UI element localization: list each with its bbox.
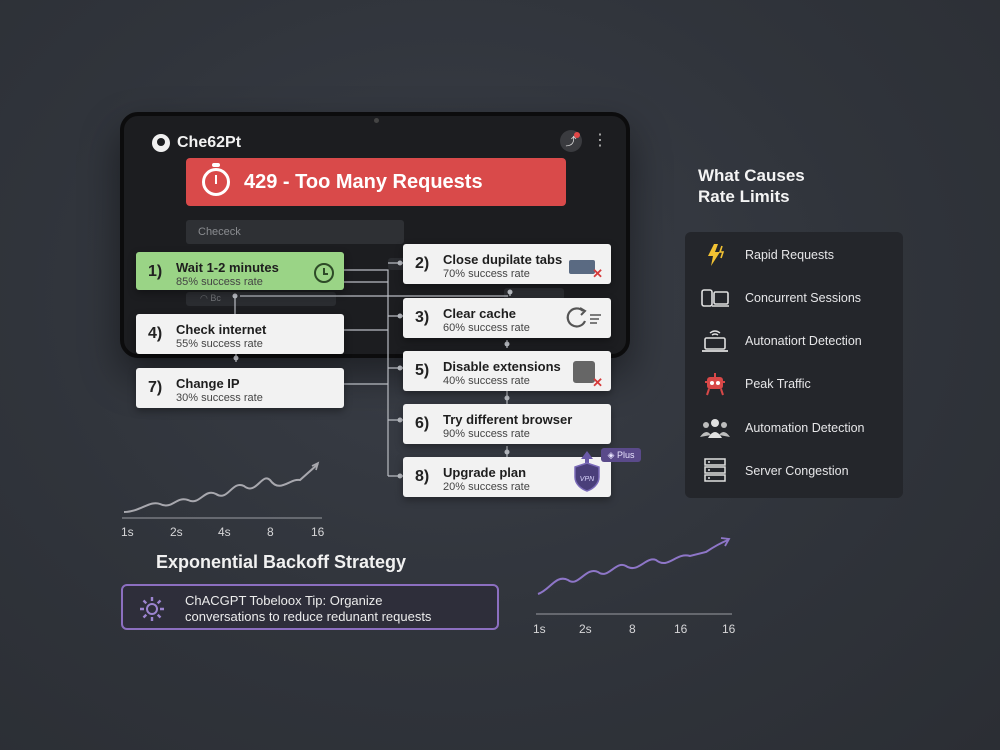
check-input[interactable]: Chececk (186, 220, 404, 244)
error-banner: 429 - Too Many Requests (186, 158, 566, 206)
app-header: Che62Pt (152, 134, 241, 152)
plus-badge: ◈ Plus (601, 448, 641, 462)
gear-icon (137, 595, 165, 621)
step-title: Check internet (176, 322, 267, 337)
cause-label: Peak Traffic (745, 377, 811, 391)
tick-label: 4s (218, 525, 231, 539)
server-icon (699, 456, 731, 486)
step-number: 7) (148, 379, 163, 396)
svg-text:VPN: VPN (580, 476, 595, 483)
step-title: Disable extensions (443, 359, 561, 374)
cause-item: Concurrent Sessions (699, 283, 861, 313)
backoff-title: Exponential Backoff Strategy (156, 552, 407, 572)
step-number: 4) (148, 325, 163, 342)
step-success-rate: 30% success rate (176, 392, 263, 404)
cause-label: Automation Detection (745, 421, 865, 435)
tip-box: ChACGPT Tobeloox Tip: Organize conversat… (121, 584, 499, 630)
cause-label: Server Congestion (745, 464, 849, 478)
causes-heading: What Causes Rate Limits (698, 165, 805, 207)
robot-icon (699, 369, 731, 399)
error-message: 429 - Too Many Requests (244, 170, 483, 193)
tip-line2: conversations to reduce redunant request… (185, 609, 432, 624)
cause-label: Autonatiort Detection (745, 334, 862, 348)
cause-item: Rapid Requests (699, 240, 834, 270)
cause-item: Peak Traffic (699, 369, 811, 399)
users-icon (699, 413, 731, 443)
stopwatch-icon (202, 163, 230, 196)
step-title: Upgrade plan (443, 465, 527, 480)
cause-item: Automation Detection (699, 413, 865, 443)
step-number: 6) (415, 415, 430, 432)
cause-label: Concurrent Sessions (745, 291, 862, 305)
step-title: Clear cache (443, 306, 516, 321)
tip-text: ChACGPT Tobeloox Tip: Organize conversat… (185, 593, 495, 625)
step-title: Wait 1-2 minutes (176, 260, 279, 275)
step-card-close-tabs[interactable]: 2) Close dupilate tabs 70% success rate … (403, 244, 611, 284)
app-title: Che62Pt (177, 134, 242, 151)
notification-icon[interactable]: ⤴ (560, 130, 582, 152)
tick-label: 8 (629, 622, 636, 636)
tick-label: 16 (674, 622, 688, 636)
tick-label: 1s (533, 622, 546, 636)
step-title: Change IP (176, 376, 240, 391)
step-success-rate: 40% success rate (443, 375, 530, 387)
tick-label: 1s (121, 525, 134, 539)
step-card-wait[interactable]: 1) Wait 1-2 minutes 85% success rate (136, 252, 344, 290)
step-title: Try different browser (443, 412, 573, 427)
step-success-rate: 55% success rate (176, 338, 263, 350)
causes-heading-line2: Rate Limits (698, 187, 790, 206)
app-logo-icon (152, 134, 170, 152)
plus-badge-label: Plus (616, 450, 635, 460)
diamond-icon: ◈ (607, 449, 617, 460)
step-number: 5) (415, 362, 430, 379)
step-success-rate: 85% success rate (176, 276, 263, 288)
tick-label: 16 (722, 622, 736, 636)
tick-label: 8 (267, 525, 274, 539)
step-success-rate: 60% success rate (443, 322, 530, 334)
step-card-disable-extensions[interactable]: 5) Disable extensions 40% success rate ✕ (403, 351, 611, 391)
wifi-icon: ◠ (200, 293, 211, 303)
tick-label: 2s (170, 525, 183, 539)
camera-dot (374, 118, 379, 123)
step-number: 8) (415, 468, 430, 485)
tab-close-icon: ✕ (569, 260, 603, 281)
refresh-icon (563, 306, 605, 337)
step-number: 3) (415, 309, 430, 326)
laptop-wifi-icon (699, 326, 731, 356)
tick-label: 2s (579, 622, 592, 636)
step-card-change-ip[interactable]: 7) Change IP 30% success rate (136, 368, 344, 408)
puzzle-icon: ✕ (573, 361, 603, 390)
vpn-shield-icon: VPN (571, 449, 603, 498)
step-success-rate: 20% success rate (443, 481, 530, 493)
wifi-status-label: Bc (210, 293, 221, 303)
step-card-clear-cache[interactable]: 3) Clear cache 60% success rate (403, 298, 611, 338)
devices-icon (699, 283, 731, 313)
header-actions: ⤴ ⋮ (560, 130, 608, 152)
step-number: 1) (148, 263, 163, 280)
step-card-check-internet[interactable]: 4) Check internet 55% success rate (136, 314, 344, 354)
step-card-different-browser[interactable]: 6) Try different browser 90% success rat… (403, 404, 611, 444)
tip-line1: ChACGPT Tobeloox Tip: Organize (185, 593, 383, 608)
cause-item: Autonatiort Detection (699, 326, 862, 356)
step-card-upgrade-plan[interactable]: 8) Upgrade plan 20% success rate VPN (403, 451, 611, 497)
placeholder-bar (504, 288, 564, 300)
causes-panel: Rapid Requests Concurrent Sessions Auton… (685, 232, 903, 498)
cause-item: Server Congestion (699, 456, 849, 486)
causes-heading-line1: What Causes (698, 166, 805, 185)
step-number: 2) (415, 255, 430, 272)
lightning-icon (699, 240, 731, 270)
step-title: Close dupilate tabs (443, 252, 563, 267)
step-success-rate: 70% success rate (443, 268, 530, 280)
step-success-rate: 90% success rate (443, 428, 530, 440)
tick-label: 16 (311, 525, 325, 539)
cause-label: Rapid Requests (745, 248, 834, 262)
more-menu-icon[interactable]: ⋮ (592, 132, 608, 149)
clock-icon (314, 263, 334, 283)
